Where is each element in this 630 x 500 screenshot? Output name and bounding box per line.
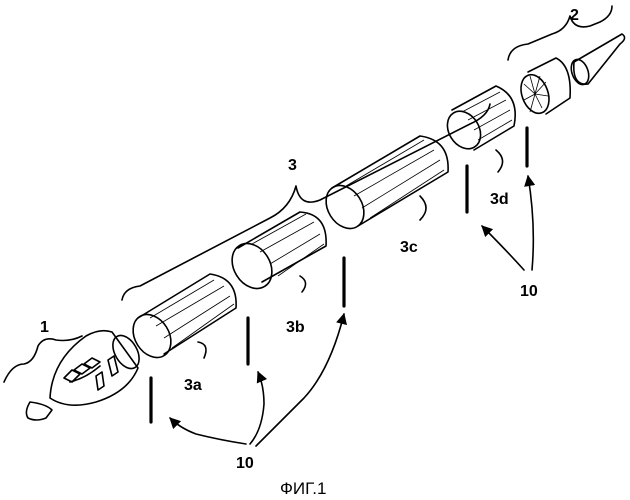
tail-cone-section	[516, 58, 570, 117]
label-section-3b: 3b	[286, 319, 305, 336]
label-tail: 2	[570, 7, 579, 24]
arrow-to-bar-4	[482, 226, 524, 270]
figure-caption: ФИГ.1	[280, 479, 326, 498]
label-fuselage: 3	[288, 157, 297, 174]
arrow-to-bar-2	[250, 372, 264, 444]
brace-tail	[508, 6, 612, 60]
label-section-3c: 3c	[400, 239, 418, 256]
arrow-to-bar-5	[528, 176, 533, 270]
arrow-to-bar-1	[170, 418, 246, 444]
brace-fuselage	[122, 104, 490, 300]
label-section-3d: 3d	[490, 191, 509, 208]
barrel-section-3b	[224, 212, 326, 296]
barrel-section-3d	[441, 86, 516, 172]
brace-nose	[4, 336, 82, 382]
label-joints-left: 10	[236, 455, 254, 472]
label-section-3a: 3a	[184, 377, 202, 394]
nose-tip	[26, 402, 52, 420]
label-joints-right: 10	[520, 283, 538, 300]
label-nose: 1	[40, 319, 49, 336]
tail-tip	[574, 34, 625, 84]
cockpit-section	[50, 331, 145, 406]
barrel-section-3c	[318, 136, 448, 236]
barrel-section-3a	[125, 274, 236, 365]
